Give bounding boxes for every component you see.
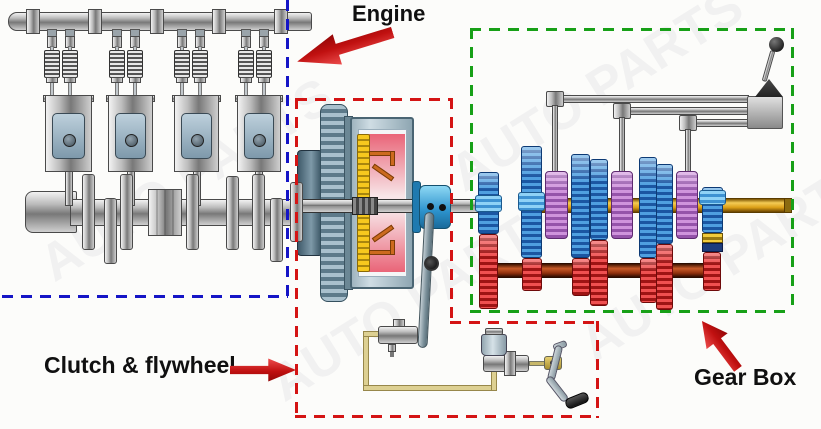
gear-lever [761,49,776,83]
cam-journal [150,9,164,34]
clutch-label: Clutch & flywheel [44,352,236,378]
valve-collar [64,77,76,83]
shift-fork-rod [685,129,691,175]
cam-journal [212,9,226,34]
crank-web [186,174,199,250]
valve-collar [176,77,188,83]
gear-red [479,234,498,309]
gear-dog-teeth [699,190,726,205]
shifter-boot [755,79,783,97]
engine-label: Engine [352,1,426,26]
crankshaft-drum-grooves [150,190,180,235]
engine-outline-right [286,0,289,297]
slave-cylinder-mount [393,319,405,327]
gearbox-outline-left [470,28,473,313]
connecting-rod [64,168,73,206]
valve-collar [111,77,123,83]
clutch-outline-bottom [295,415,598,418]
gear-hub-dark [702,243,723,252]
piston-pin [253,134,266,147]
release-finger [390,151,395,166]
crank-web [104,198,117,264]
gearbox-label: Gear Box [694,364,797,390]
input-shaft-splines [352,197,378,215]
gearbox-outline-top [470,28,794,31]
shift-fork-rod [552,105,558,175]
engine-outline-bottom [2,295,288,298]
shift-fork-rod [619,117,625,175]
gearbox-outline-bottom [470,310,792,313]
valve-spring [192,50,208,78]
cam-journal [88,9,102,34]
gear-red [640,258,657,303]
slave-cylinder [378,326,418,344]
valve-spring [256,50,272,78]
gear-red [703,252,721,291]
gear-red [572,258,590,296]
clutch-outline-top [296,98,452,101]
hydraulic-line [363,331,369,391]
valve-collar [46,77,58,83]
valve-spring [109,50,125,78]
clutch-outline-left [295,98,298,418]
valve-collar [129,77,141,83]
gear-red [656,244,673,310]
shifter-housing [747,96,783,129]
piston-pin [190,134,204,147]
valve-spring [127,50,143,78]
valve-spring [238,50,254,78]
gear-dog-teeth [475,195,502,212]
gear-knob [769,37,784,52]
synchronizer-sleeve [545,171,568,239]
crank-web [270,198,283,262]
bearing-bolt [427,203,434,210]
bearing-bolt [439,204,446,211]
master-cylinder-flange [504,351,516,376]
selector-rod [553,95,749,103]
gearbox-outline-right [791,28,794,313]
synchronizer-sleeve [676,171,698,239]
clutch-outline-step [450,321,599,324]
hydraulic-line [363,331,379,337]
crankshaft-center-drum [148,189,182,236]
gear-blue [590,159,608,240]
bleeder-tip [390,352,394,357]
fluid-reservoir [481,334,507,356]
reverse-gear-band [702,233,723,243]
valve-collar [258,77,270,83]
piston-pin [62,134,76,147]
crank-web [226,176,239,250]
gear-blue [639,157,657,258]
valve-collar [240,77,252,83]
valve-spring [62,50,78,78]
input-shaft [300,199,482,213]
gear-red [590,240,608,306]
crank-web [82,174,95,250]
valve-spring [174,50,190,78]
clutch-outline-right-upper [450,98,453,324]
crank-web [252,174,265,250]
gear-red [522,258,542,291]
clutch-pedal-pad [563,390,591,411]
gear-blue [571,154,590,258]
release-fork [417,211,435,349]
release-finger [390,240,395,255]
crank-web [120,174,133,250]
valve-collar [194,77,206,83]
gear-blue [656,164,673,244]
bleeder-valve [388,344,396,352]
piston-pin [124,134,138,147]
valve-spring [44,50,60,78]
gear-dog-teeth [518,192,545,211]
synchronizer-sleeve [611,171,633,239]
fork-pivot [424,256,439,271]
clutch-outline-right-lower [596,321,599,418]
hydraulic-line [363,385,497,391]
pedal-pushrod [529,361,545,366]
cam-journal [26,9,40,34]
reservoir-cap [485,328,503,335]
selector-rod [620,107,749,115]
